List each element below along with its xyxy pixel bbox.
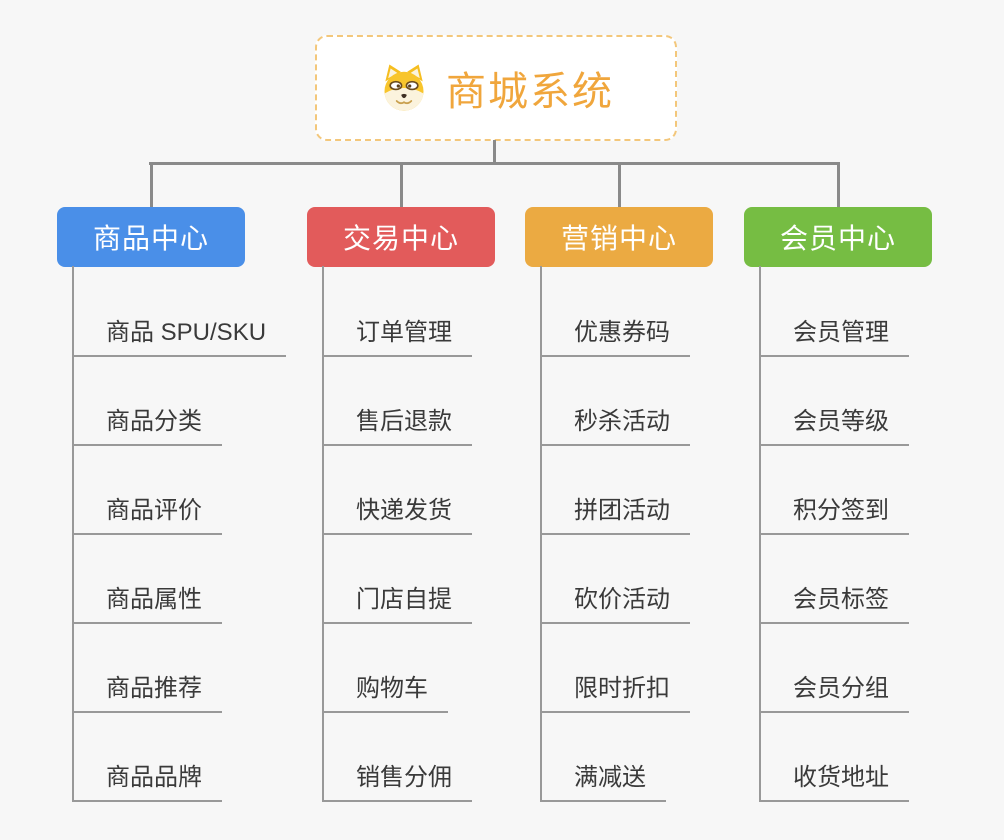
shiba-dog-icon [378,62,430,114]
leaf-label: 满减送 [574,764,646,791]
leaf-node[interactable]: 会员标签 [761,583,909,624]
leaf-node[interactable]: 商品评价 [74,494,222,535]
leaf-label: 会员管理 [793,319,889,346]
leaf-node[interactable]: 商品品牌 [74,761,222,802]
branch-node-1[interactable]: 商品中心 [57,207,245,267]
leaf-label: 门店自提 [356,586,452,613]
root-title: 商城系统 [446,70,614,114]
leaf-label: 快递发货 [356,497,452,524]
connector-branch-drop [149,162,153,208]
leaf-label: 商品评价 [106,497,202,524]
branch-children-column: 优惠券码 秒杀活动 拼团活动 砍价活动 限时折扣 满减送 [540,266,780,802]
leaf-label: 售后退款 [356,408,452,435]
leaf-label: 优惠券码 [574,319,670,346]
branch-label: 交易中心 [342,223,459,254]
connector-horizontal-bar [149,162,840,165]
branch-node-4[interactable]: 会员中心 [744,207,932,267]
leaf-node[interactable]: 快递发货 [324,494,472,535]
leaf-label: 会员分组 [793,675,889,702]
leaf-node[interactable]: 商品分类 [74,405,222,446]
leaf-label: 商品推荐 [106,675,202,702]
leaf-node[interactable]: 秒杀活动 [542,405,690,446]
leaf-node[interactable]: 订单管理 [324,316,472,357]
branch-node-3[interactable]: 营销中心 [525,207,713,267]
root-node[interactable]: 商城系统 [315,35,677,141]
leaf-node[interactable]: 售后退款 [324,405,472,446]
leaf-label: 砍价活动 [574,586,670,613]
leaf-label: 会员等级 [793,408,889,435]
leaf-node[interactable]: 门店自提 [324,583,472,624]
leaf-label: 销售分佣 [356,764,452,791]
connector-branch-drop [617,162,621,208]
leaf-node[interactable]: 砍价活动 [542,583,690,624]
leaf-node[interactable]: 会员管理 [761,316,909,357]
leaf-node[interactable]: 会员分组 [761,672,909,713]
leaf-node[interactable]: 积分签到 [761,494,909,535]
leaf-label: 限时折扣 [574,675,670,702]
leaf-label: 商品分类 [106,408,202,435]
leaf-label: 购物车 [356,675,428,702]
leaf-label: 商品 SPU/SKU [106,319,267,346]
leaf-label: 拼团活动 [574,497,670,524]
leaf-node[interactable]: 收货地址 [761,761,909,802]
leaf-node[interactable]: 购物车 [324,672,448,713]
leaf-node[interactable]: 商品 SPU/SKU [74,316,287,357]
leaf-label: 商品品牌 [106,764,202,791]
connector-branch-drop [836,162,840,208]
connector-root-stem [493,140,496,163]
branch-children-column: 商品 SPU/SKU 商品分类 商品评价 商品属性 商品推荐 商品品牌 [72,266,312,802]
leaf-node[interactable]: 拼团活动 [542,494,690,535]
leaf-label: 商品属性 [106,586,202,613]
leaf-label: 积分签到 [793,497,889,524]
branch-label: 营销中心 [560,223,677,254]
leaf-node[interactable]: 满减送 [542,761,666,802]
leaf-node[interactable]: 销售分佣 [324,761,472,802]
leaf-label: 收货地址 [793,764,889,791]
leaf-node[interactable]: 优惠券码 [542,316,690,357]
branch-label: 会员中心 [779,223,896,254]
leaf-node[interactable]: 限时折扣 [542,672,690,713]
leaf-node[interactable]: 会员等级 [761,405,909,446]
branch-children-column: 会员管理 会员等级 积分签到 会员标签 会员分组 收货地址 [759,266,999,802]
branch-children-column: 订单管理 售后退款 快递发货 门店自提 购物车 销售分佣 [322,266,562,802]
leaf-label: 订单管理 [356,319,452,346]
leaf-node[interactable]: 商品属性 [74,583,222,624]
branch-node-2[interactable]: 交易中心 [307,207,495,267]
branch-label: 商品中心 [92,223,209,254]
connector-branch-drop [399,162,403,208]
leaf-label: 秒杀活动 [574,408,670,435]
leaf-label: 会员标签 [793,586,889,613]
leaf-node[interactable]: 商品推荐 [74,672,222,713]
